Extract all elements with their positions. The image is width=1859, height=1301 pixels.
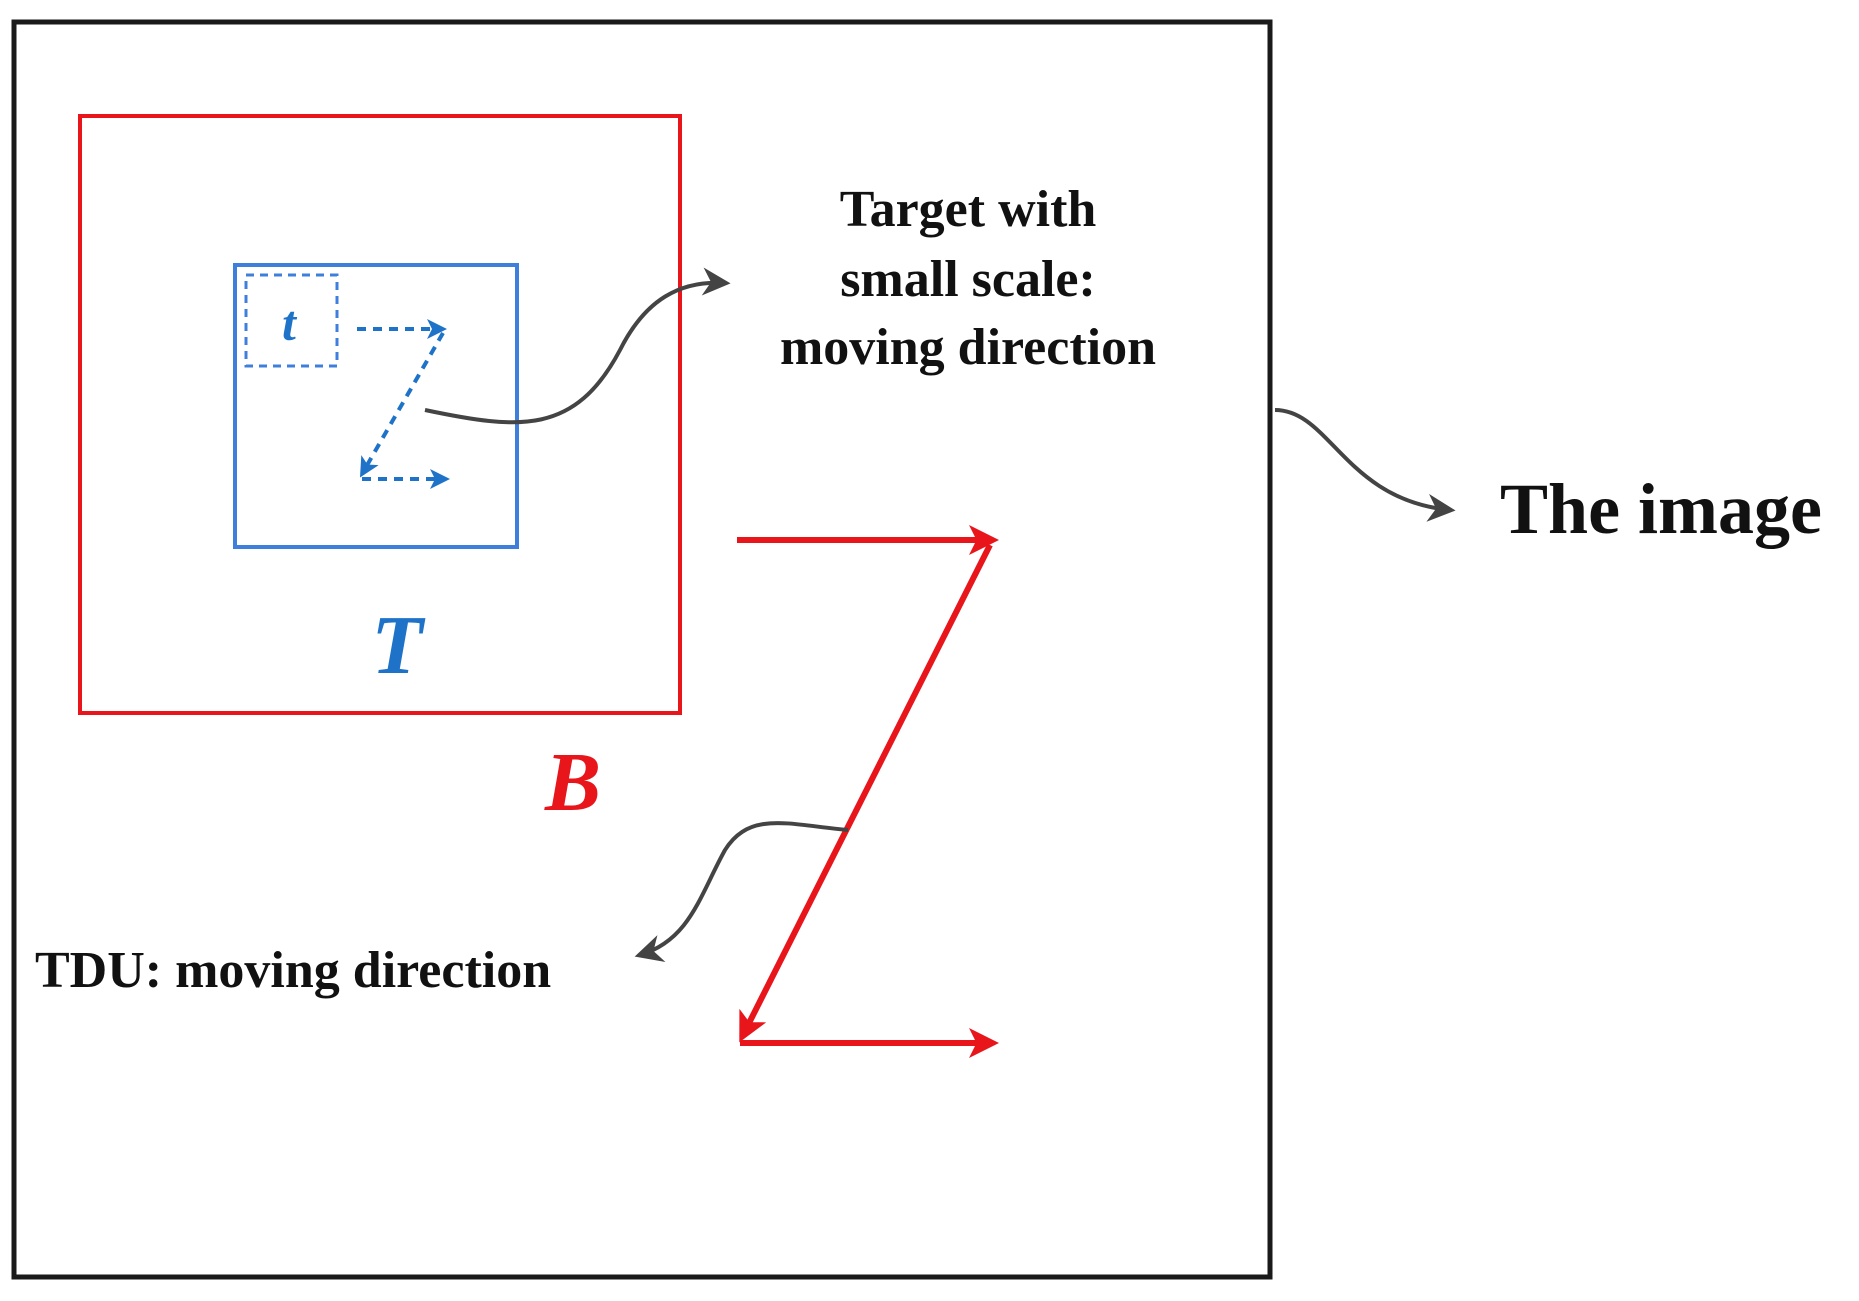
connector-target-curve bbox=[424, 267, 731, 425]
target-label-line2: small scale: bbox=[840, 251, 1096, 308]
blue-block-t bbox=[233, 263, 519, 549]
tdu-label: TDU: moving direction bbox=[35, 942, 551, 999]
target-label-line3: moving direction bbox=[780, 319, 1156, 376]
block-label-small-t: t bbox=[282, 295, 298, 351]
connector-image-curve bbox=[1274, 408, 1456, 522]
target-label-line1: Target with bbox=[840, 181, 1097, 238]
small-z-diagonal-arrow bbox=[360, 332, 445, 478]
block-label-t: T bbox=[371, 599, 426, 692]
small-scale-z-arrows bbox=[357, 319, 450, 489]
block-label-b: B bbox=[544, 736, 601, 829]
connector-tdu-curve bbox=[634, 821, 849, 962]
red-block-b bbox=[78, 114, 682, 715]
tdu-diagonal-arrow bbox=[739, 543, 993, 1043]
tdu-z-arrows bbox=[737, 525, 999, 1058]
image-label: The image bbox=[1500, 469, 1822, 549]
dashed-block-small-t bbox=[244, 273, 339, 368]
image-frame bbox=[11, 19, 1273, 1280]
